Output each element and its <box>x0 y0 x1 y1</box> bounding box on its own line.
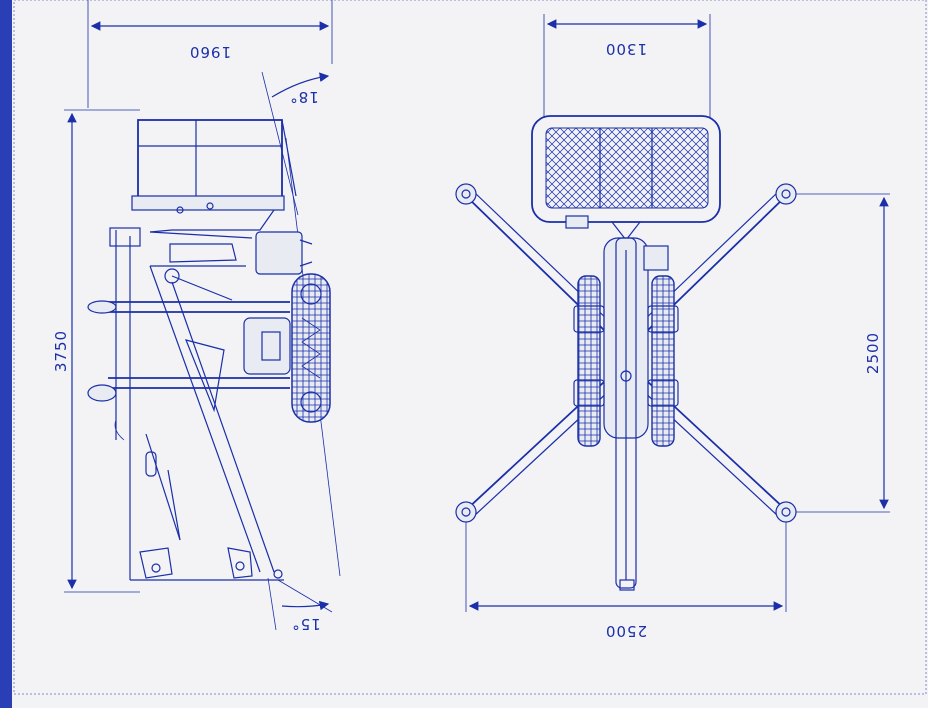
dim-2500-horizontal: 2500 <box>465 522 787 640</box>
outrigger-width-2500-label: 2500 <box>605 622 647 640</box>
dim-angle-18: 18° <box>261 71 330 216</box>
dim-1960: 1960 <box>87 0 333 108</box>
top-chassis <box>573 237 679 591</box>
angle-15-label: 15° <box>291 615 321 633</box>
top-view: 1300 <box>455 14 890 640</box>
side-mast <box>114 230 284 581</box>
side-view: 1960 18° 3750 15° <box>52 0 341 633</box>
dim-angle-15: 15° <box>267 577 333 633</box>
width-1960-label: 1960 <box>189 43 231 61</box>
dim-2500-vertical: 2500 <box>796 193 890 513</box>
side-track <box>291 273 331 423</box>
outrigger-depth-2500-label: 2500 <box>864 332 882 374</box>
side-outriggers <box>87 300 291 402</box>
dim-3750: 3750 <box>52 109 140 593</box>
height-3750-label: 3750 <box>52 330 70 372</box>
side-basket <box>131 119 297 214</box>
top-basket <box>531 115 721 241</box>
angle-18-label: 18° <box>289 88 319 106</box>
basket-width-1300-label: 1300 <box>605 40 647 58</box>
dim-1300: 1300 <box>543 14 711 118</box>
side-boom <box>109 209 313 275</box>
